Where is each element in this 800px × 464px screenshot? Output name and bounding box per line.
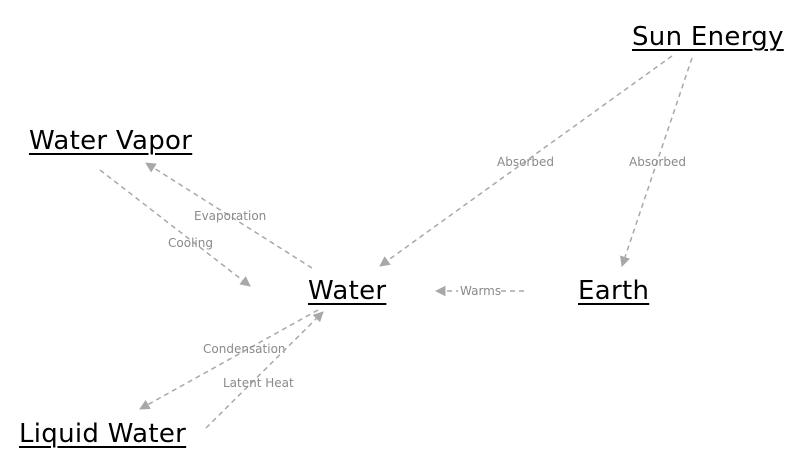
edge-label-vapor-to-water: Cooling [168,236,213,250]
edge-label-water-to-liquid: Condensation [203,342,286,356]
node-water[interactable]: Water [308,276,387,306]
edge-vapor-to-water [99,169,251,287]
edge-label-liquid-to-water: Latent Heat [223,376,294,390]
node-liquid-water[interactable]: Liquid Water [19,419,187,449]
edge-water-to-vapor [145,162,313,269]
edge-label-water-to-vapor: Evaporation [194,209,266,223]
edge-water-to-liquid [139,309,319,410]
edge-sun-to-water [379,55,673,267]
edge-label-sun-to-earth: Absorbed [629,155,686,169]
edge-label-earth-to-water: Warms [460,284,501,298]
edge-sun-to-earth [620,57,693,267]
node-sun-energy[interactable]: Sun Energy [632,22,784,52]
node-earth[interactable]: Earth [578,276,650,306]
edge-label-bg-earth-to-water [458,283,500,299]
node-water-vapor[interactable]: Water Vapor [29,126,193,156]
edge-liquid-to-water [205,311,324,429]
edge-label-sun-to-water: Absorbed [497,155,554,169]
